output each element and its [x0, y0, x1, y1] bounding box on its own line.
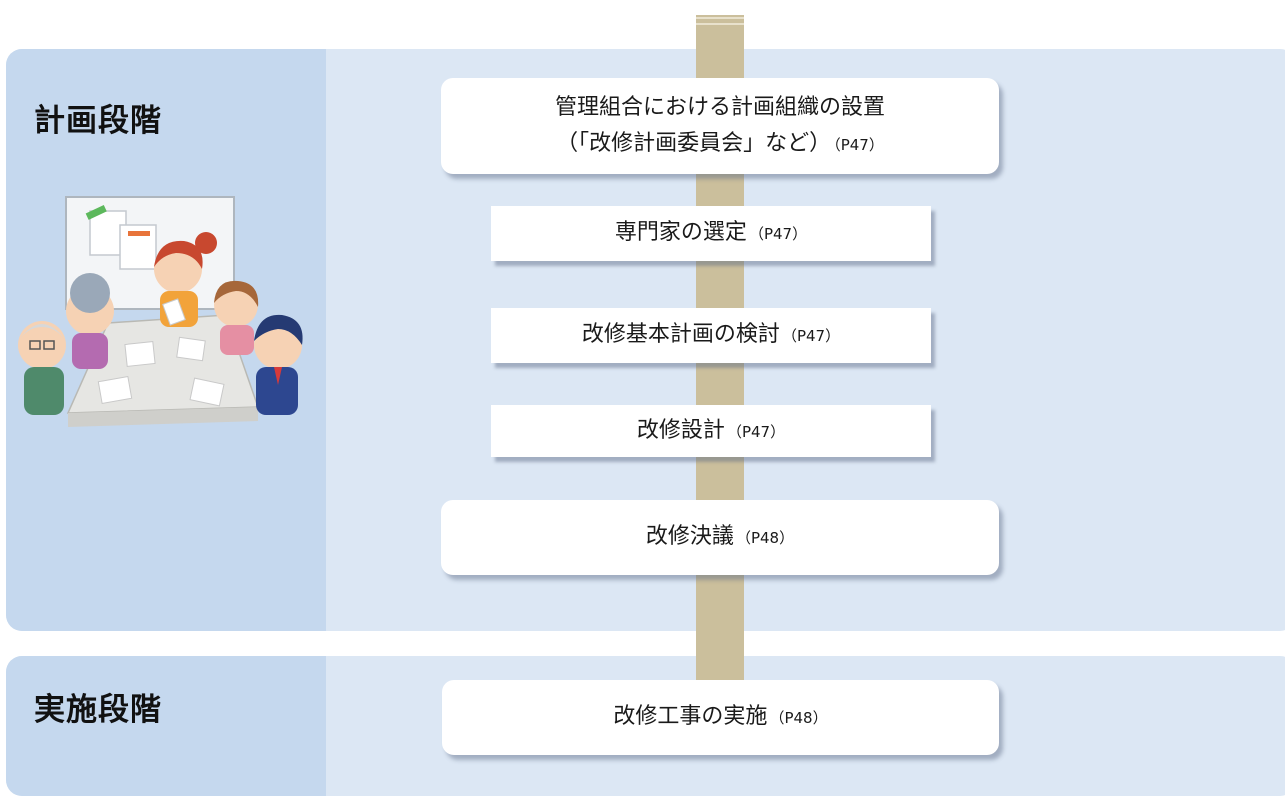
step-renovation-design-title: 改修設計 [636, 417, 725, 443]
step-renovation-design: 改修設計（P47） [491, 405, 931, 457]
spine-cap-line [696, 17, 744, 19]
step-planning-organization: 管理組合における計画組織の設置 （「改修計画委員会」など）（P47） [441, 78, 999, 174]
step-basic-plan-review-text: 改修基本計画の検討（P47） [582, 317, 840, 354]
meeting-illustration [18, 196, 303, 427]
step-renovation-design-text: 改修設計（P47） [637, 413, 785, 450]
step-expert-selection: 専門家の選定（P47） [491, 206, 931, 261]
step-planning-organization-line2: （「改修計画委員会」など）（P47） [556, 126, 884, 163]
execution-phase-panel: 実施段階 [6, 656, 1285, 796]
step-construction-execution-title: 改修工事の実施 [613, 704, 768, 729]
step-renovation-resolution-text: 改修決議（P48） [646, 519, 794, 556]
execution-phase-sidebar [6, 656, 326, 796]
step-planning-organization-subtitle: （「改修計画委員会」など） [556, 130, 832, 156]
page-reference: （P47） [726, 422, 786, 441]
step-construction-execution-text: 改修工事の実施（P48） [613, 699, 827, 736]
planning-phase-title: 計画段階 [34, 103, 162, 139]
execution-phase-title: 実施段階 [34, 692, 162, 728]
page-reference: （P47） [748, 225, 808, 243]
step-renovation-resolution-title: 改修決議 [645, 524, 734, 549]
step-planning-organization-title: 管理組合における計画組織の設置 [554, 94, 885, 120]
step-basic-plan-review-title: 改修基本計画の検討 [581, 322, 780, 347]
step-construction-execution: 改修工事の実施（P48） [442, 680, 999, 755]
page-reference: （P47） [781, 327, 841, 345]
step-planning-organization-line1: 管理組合における計画組織の設置 [555, 90, 885, 126]
page-reference: （P48） [769, 709, 828, 727]
step-expert-selection-title: 専門家の選定 [614, 220, 747, 245]
spine-cap-line [696, 23, 744, 25]
step-expert-selection-text: 専門家の選定（P47） [615, 215, 807, 252]
step-renovation-resolution: 改修決議（P48） [441, 500, 999, 575]
page-reference: （P48） [735, 529, 795, 547]
page-reference: （P47） [833, 135, 884, 154]
step-basic-plan-review: 改修基本計画の検討（P47） [491, 308, 931, 363]
